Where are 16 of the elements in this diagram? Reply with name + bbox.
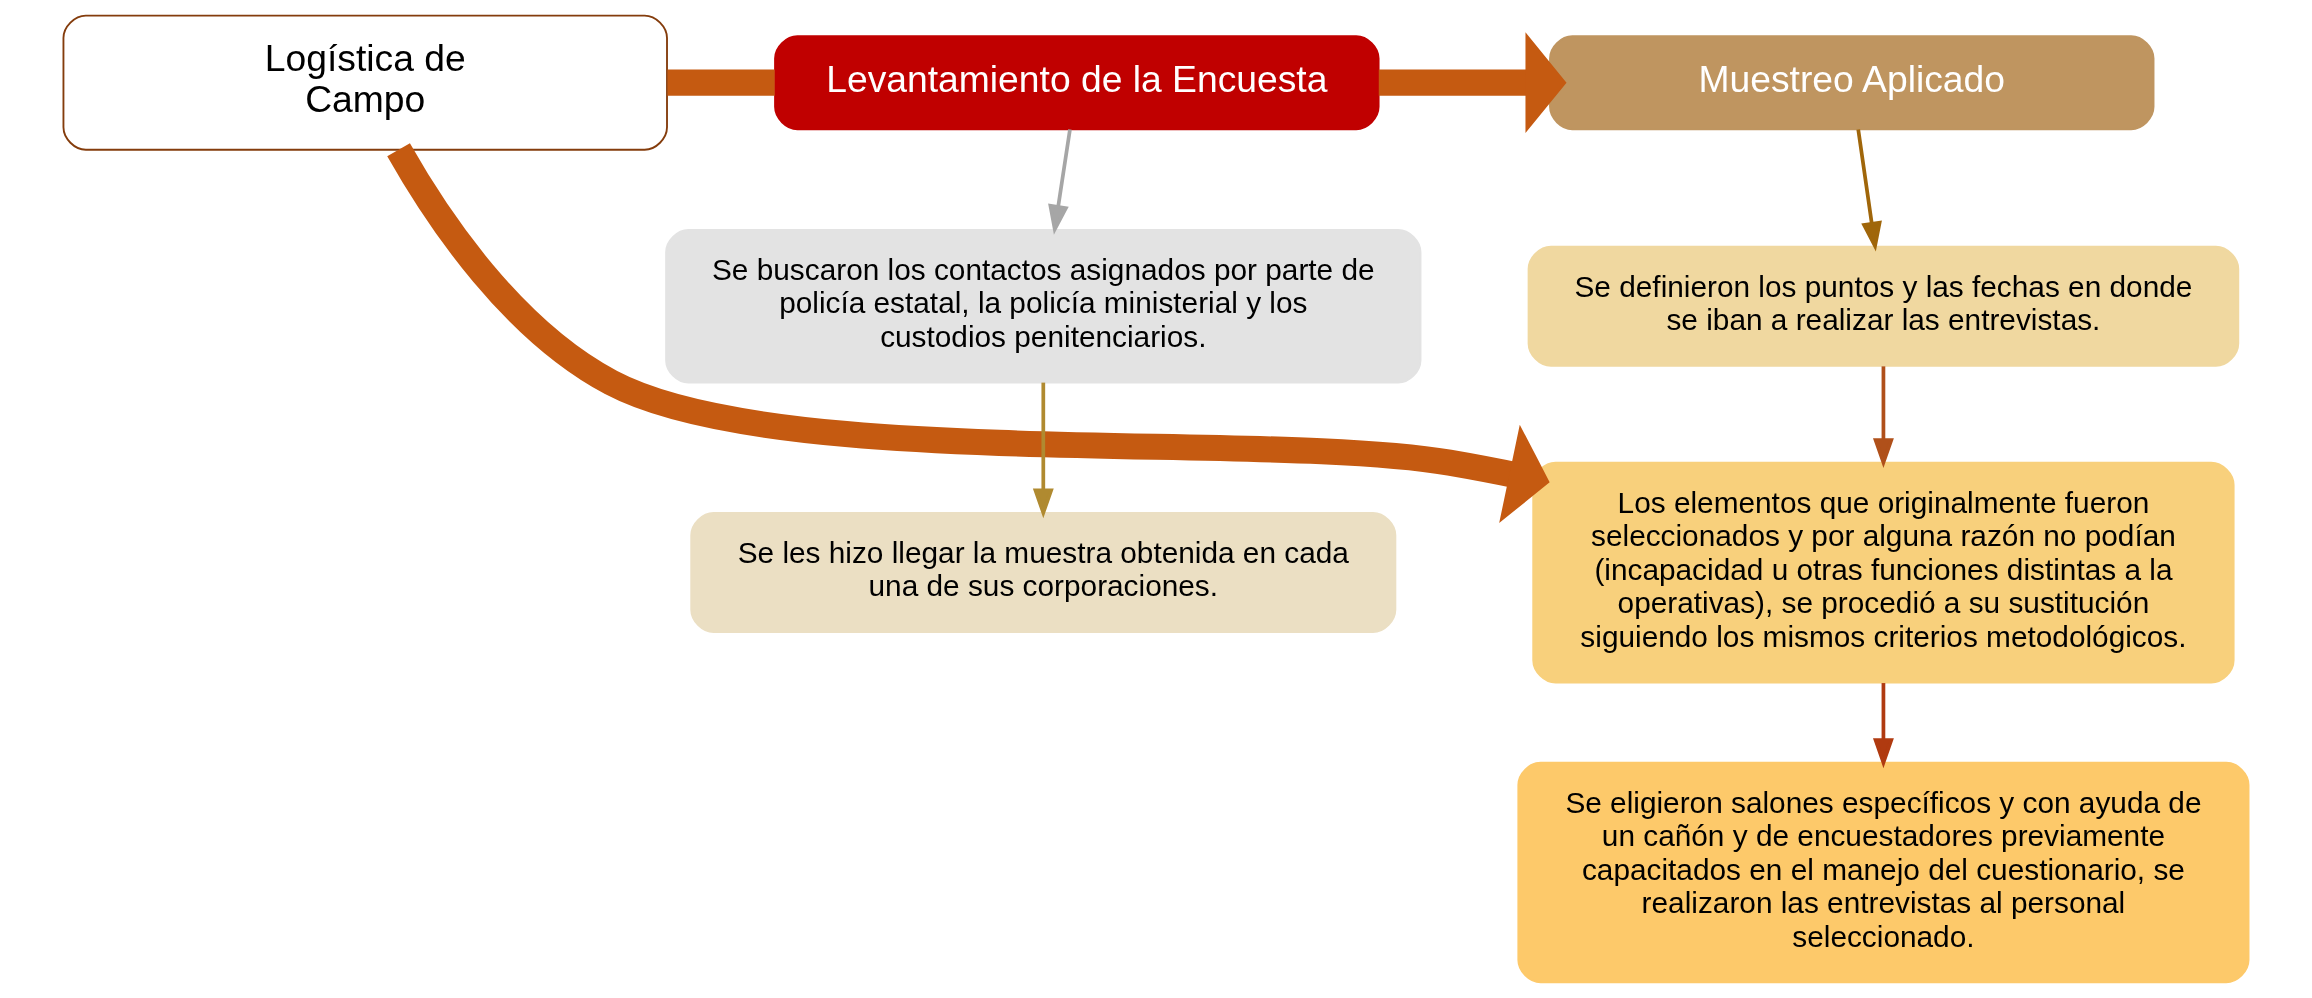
- node-box: Se buscaron los contactos asignados por parte de policía estatal, la policía ministerial y los custodios penitenciarios.: [665, 228, 1422, 384]
- arrow: [1873, 366, 1894, 469]
- arrow: [1873, 683, 1894, 769]
- arrow: [387, 143, 1550, 524]
- node-box: Muestreo Aplicado: [1549, 35, 2155, 131]
- arrow: [1856, 129, 1882, 252]
- node-box: Levantamiento de la Encuesta: [774, 35, 1380, 131]
- arrow: [1378, 32, 1567, 133]
- node-box: Se eligieron salones específicos y con ayuda de un cañón y de encuestadores previamente capacitados en el manejo del cuestionario, se realizaron las entrevistas al personal seleccionado.: [1517, 761, 2250, 984]
- node-box: Se les hizo llegar la muestra obtenida en cada una de sus corporaciones.: [690, 512, 1397, 634]
- arrow: [1048, 129, 1072, 235]
- connector: [667, 69, 775, 96]
- node-box: Se definieron los puntos y las fechas en donde se iban a realizar las entrevistas.: [1527, 245, 2240, 367]
- arrow: [1032, 382, 1054, 519]
- node-box: Logística de Campo: [62, 14, 668, 151]
- node-box: Los elementos que originalmente fueron seleccionados y por alguna razón no podían (incapacidad u otras funciones distintas a la operativas), se procedió a su sustitución siguiendo los mismos criterios metodológicos.: [1532, 461, 2235, 684]
